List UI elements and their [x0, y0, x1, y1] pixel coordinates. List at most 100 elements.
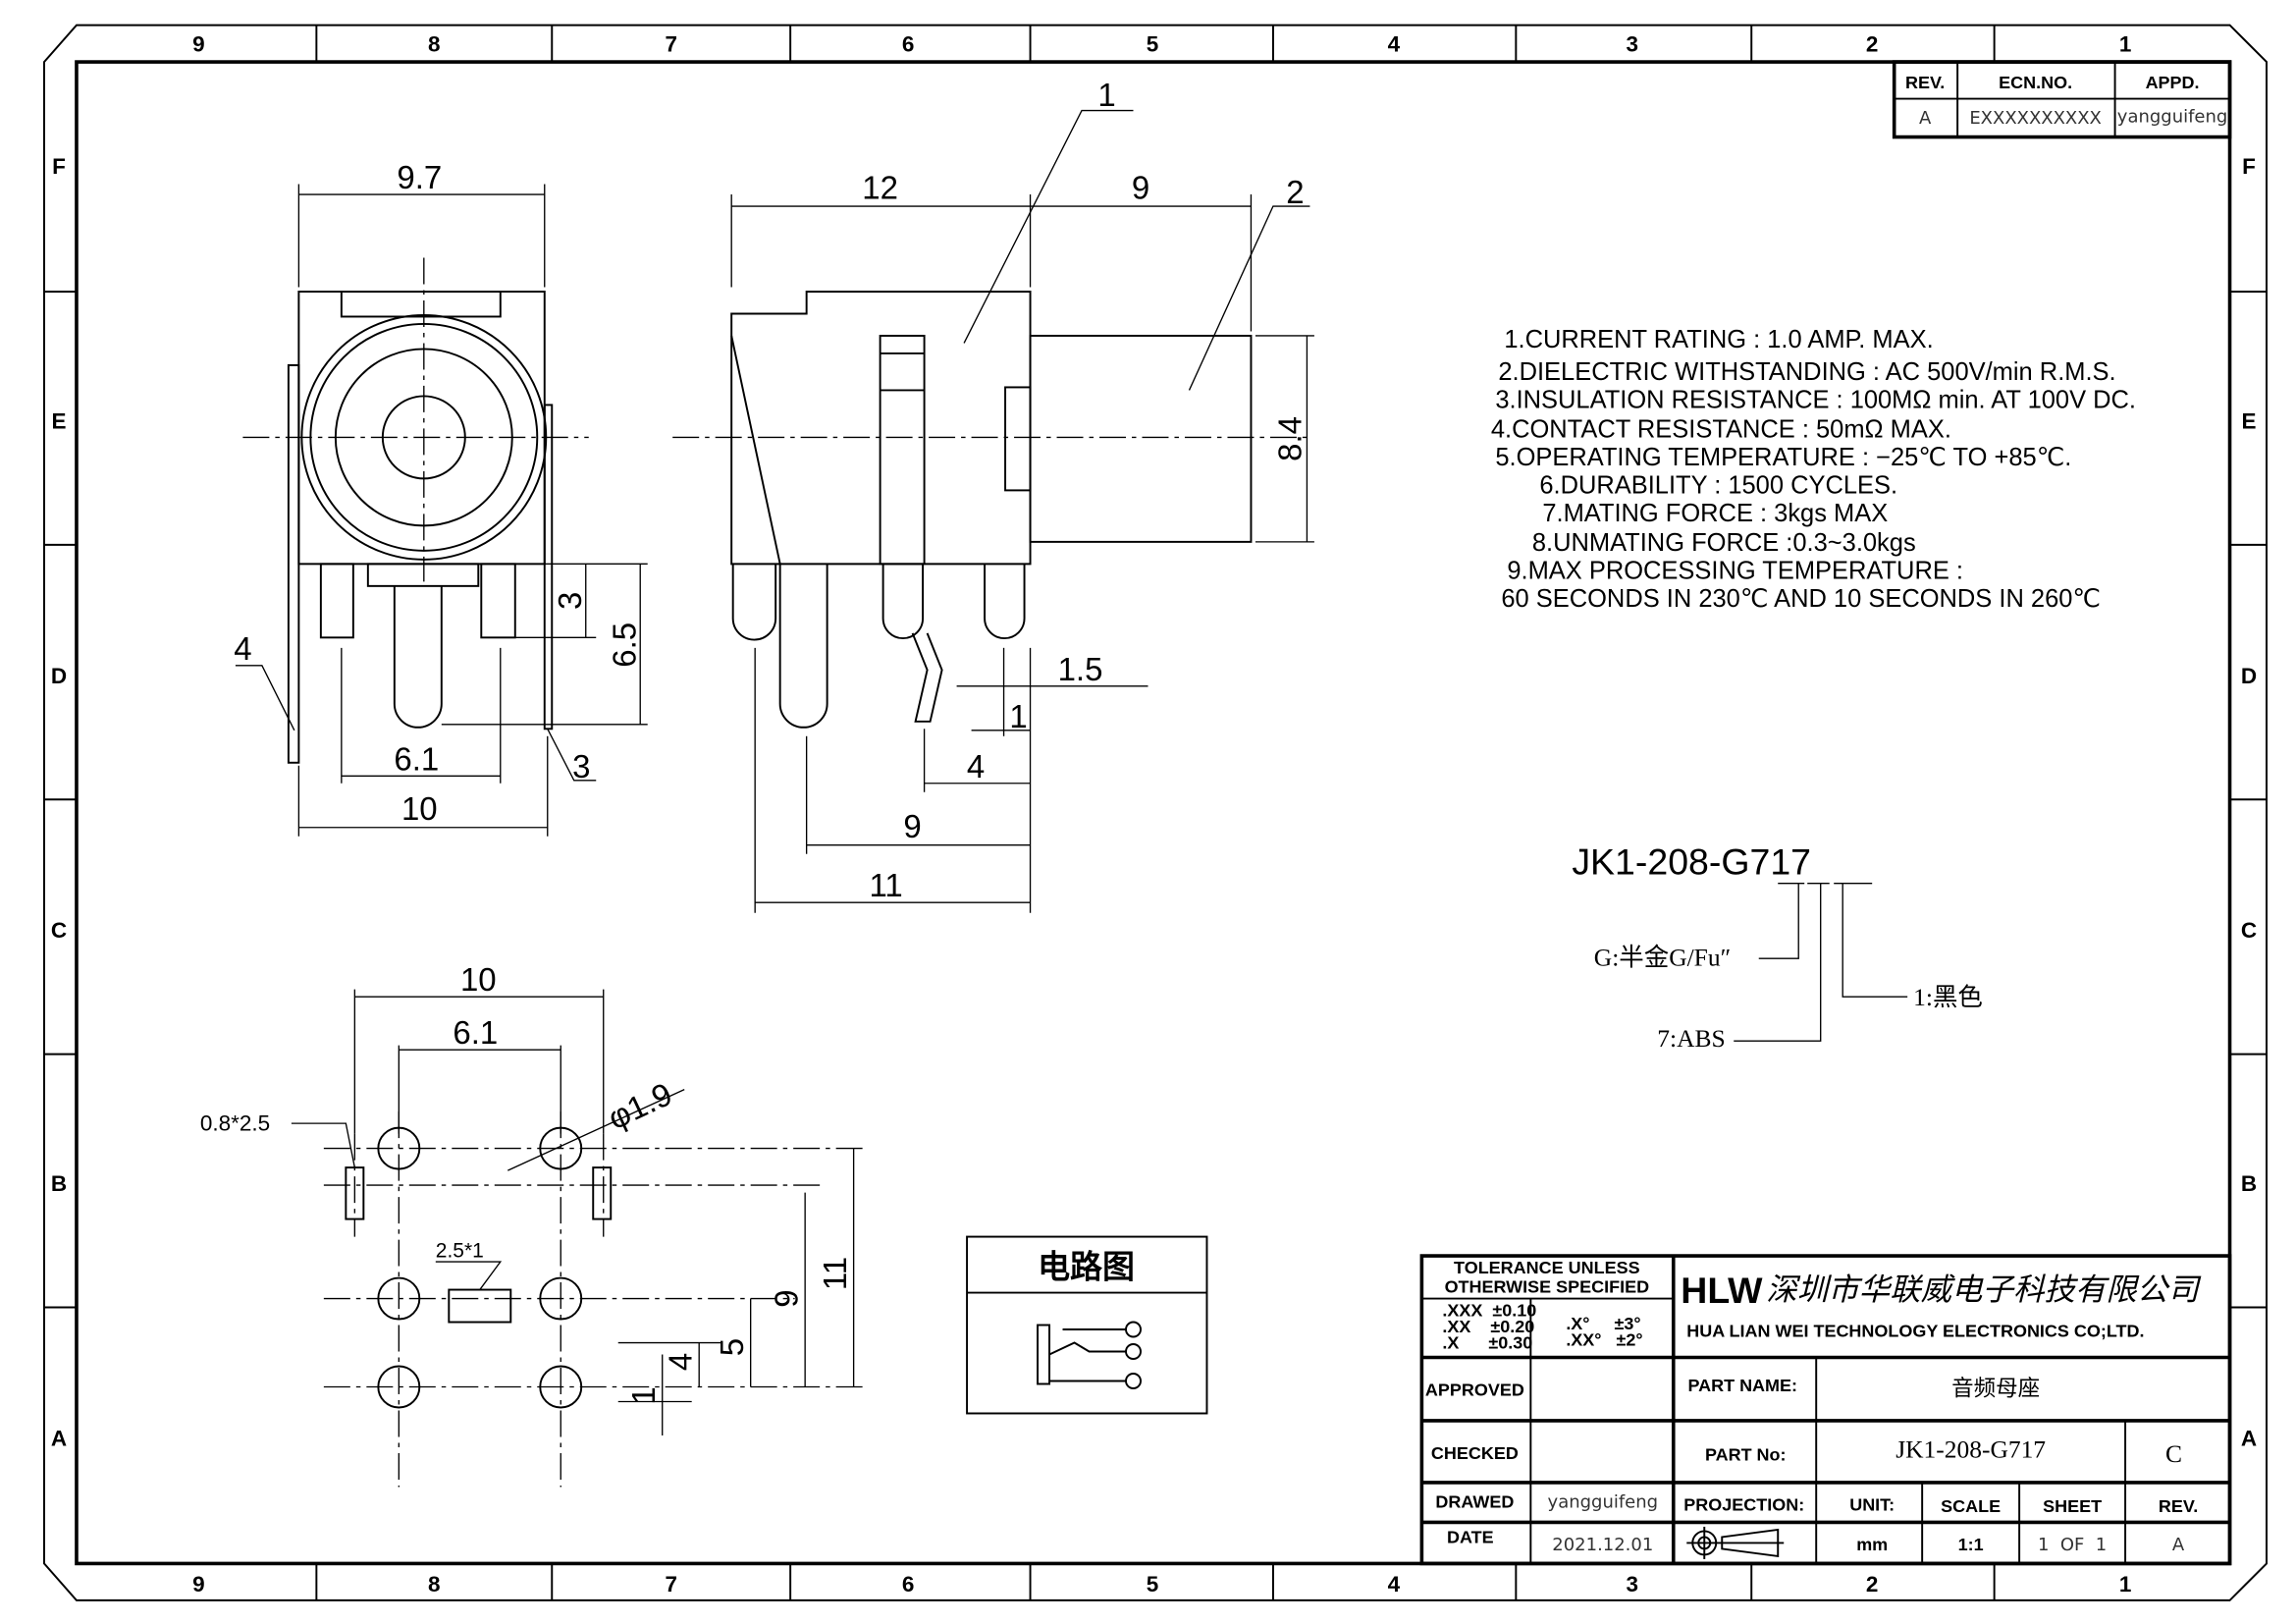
tolerance-header: OTHERWISE SPECIFIED: [1445, 1277, 1650, 1297]
tolerance-value: .X ±0.30: [1442, 1333, 1532, 1353]
circuit-title: 电路图: [1038, 1249, 1135, 1285]
jack-schematic-icon: [1037, 1321, 1142, 1389]
zone-row: A: [51, 1426, 67, 1450]
dim-11: 11: [869, 867, 902, 903]
company-name-cn: 深圳市华联威电子科技有限公司: [1766, 1272, 2202, 1307]
dim-11: 11: [817, 1257, 853, 1290]
zone-col: 8: [428, 1572, 441, 1597]
approved-label: APPROVED: [1425, 1380, 1524, 1399]
tolerance-value: .XXX ±0.10: [1442, 1301, 1536, 1321]
date-value: 2021.12.01: [1552, 1535, 1653, 1555]
zone-col: 7: [665, 32, 677, 57]
company-logo: HLW: [1681, 1270, 1763, 1311]
part-no-value: JK1-208-G717: [1896, 1435, 2046, 1463]
scale-value: 1:1: [1958, 1535, 1984, 1554]
zone-row: E: [2242, 408, 2257, 433]
dim-4: 4: [967, 748, 985, 785]
ecn-value: EXXXXXXXXXX: [1969, 108, 2102, 129]
unit-label: UNIT:: [1849, 1494, 1895, 1514]
zone-col: 4: [1388, 1572, 1401, 1597]
drawed-value: yangguifeng: [1548, 1491, 1659, 1512]
angle-tolerance: .XX° ±2°: [1566, 1330, 1642, 1350]
spec-line: 1.CURRENT RATING : 1.0 AMP. MAX.: [1504, 326, 1933, 353]
circuit-diagram: 电路图: [966, 1235, 1208, 1415]
rev-label: REV.: [2159, 1496, 2198, 1516]
sheet-value: 1 OF 1: [2038, 1535, 2107, 1555]
zone-col: 2: [1866, 32, 1879, 57]
spec-line: 3.INSULATION RESISTANCE : 100MΩ min. AT …: [1495, 386, 2136, 413]
dim-1: 1: [1009, 698, 1027, 734]
front-view: 9.7 3 6.5 6.1 10 4 3: [234, 159, 648, 837]
part-code: JK1-208-G717: [1572, 841, 1811, 883]
zone-row: E: [51, 408, 66, 433]
rev-header: REV.: [1905, 73, 1945, 92]
callout-2: 2: [1286, 174, 1304, 210]
spec-line: 4.CONTACT RESISTANCE : 50mΩ MAX.: [1491, 415, 1951, 443]
zone-col: 5: [1147, 1572, 1159, 1597]
callout-1: 1: [1097, 77, 1115, 113]
part-name-value: 音频母座: [1951, 1376, 2040, 1400]
zone-row: C: [2241, 918, 2257, 943]
zone-col: 1: [2119, 32, 2132, 57]
spec-line: 8.UNMATING FORCE :0.3~3.0kgs: [1532, 529, 1916, 557]
zone-row: A: [2241, 1426, 2257, 1450]
dim-9-barrel: 9: [1132, 170, 1149, 206]
pcb-layout: 10 6.1 φ1.9 0.8*2.5 2.5*1 11 9 5 4 1: [200, 961, 869, 1488]
dim-8-4: 8.4: [1271, 416, 1308, 461]
zone-col: 9: [192, 32, 205, 57]
part-name-label: PART NAME:: [1687, 1376, 1797, 1395]
zone-row: F: [52, 154, 66, 179]
zone-row: B: [51, 1171, 67, 1196]
scale-label: SCALE: [1941, 1496, 2001, 1516]
tolerance-header: TOLERANCE UNLESS: [1454, 1258, 1640, 1277]
spec-line: 5.OPERATING TEMPERATURE : −25℃ TO +85℃.: [1495, 444, 2071, 471]
revision-block: REV. ECN.NO. APPD. A EXXXXXXXXXX yanggui…: [1892, 60, 2232, 139]
dim-hole-diameter: φ1.9: [603, 1075, 678, 1136]
dim-1: 1: [625, 1386, 662, 1404]
appd-value: yangguifeng: [2117, 107, 2228, 128]
unit-value: mm: [1856, 1535, 1888, 1554]
spec-line: 2.DIELECTRIC WITHSTANDING : AC 500V/min …: [1498, 358, 2115, 386]
zone-labels: 9 8 7 6 5 4 3 2 1 9 8 7 6 5 4 3 2 1 F E …: [51, 32, 2257, 1597]
projection-label: PROJECTION:: [1683, 1494, 1804, 1514]
legend-plating: G:半金G/Fu″: [1594, 944, 1731, 972]
dim-6-5: 6.5: [607, 623, 643, 668]
dim-9-pins: 9: [903, 808, 921, 844]
zone-col: 2: [1866, 1572, 1879, 1597]
dim-3: 3: [552, 592, 588, 610]
dim-slot: 0.8*2.5: [200, 1111, 270, 1136]
dim-10: 10: [401, 790, 438, 827]
dim-6-1: 6.1: [394, 740, 439, 777]
company-name-en: HUA LIAN WEI TECHNOLOGY ELECTRONICS CO;L…: [1686, 1322, 2144, 1341]
zone-col: 9: [192, 1572, 205, 1597]
specifications: 1.CURRENT RATING : 1.0 AMP. MAX. 2.DIELE…: [1491, 326, 2136, 613]
dim-12: 12: [862, 170, 898, 206]
spec-line: 6.DURABILITY : 1500 CYCLES.: [1539, 471, 1897, 499]
sheet-label: SHEET: [2043, 1496, 2102, 1516]
drawing-frame: 9 8 7 6 5 4 3 2 1 9 8 7 6 5 4 3 2 1 F E …: [43, 24, 2268, 1601]
zone-row: D: [2241, 664, 2257, 688]
drawed-label: DRAWED: [1435, 1491, 1514, 1511]
part-no-label: PART No:: [1705, 1444, 1787, 1464]
zone-row: D: [51, 664, 67, 688]
part-code-breakdown: JK1-208-G717 G:半金G/Fu″ 7:ABS 1:黑色: [1572, 841, 1983, 1053]
tolerance-value: .XX ±0.20: [1442, 1317, 1534, 1336]
rev-value: A: [2172, 1535, 2185, 1555]
dim-9: 9: [769, 1289, 805, 1307]
zone-col: 6: [902, 1572, 915, 1597]
dim-pad: 2.5*1: [436, 1240, 484, 1263]
callout-3: 3: [572, 748, 590, 785]
appd-header: APPD.: [2146, 73, 2200, 92]
ecn-header: ECN.NO.: [1999, 73, 2072, 92]
zone-row: F: [2242, 154, 2256, 179]
callout-4: 4: [234, 630, 251, 667]
zone-col: 5: [1147, 32, 1159, 57]
rev-value: A: [1919, 108, 1932, 129]
zone-col: 3: [1627, 1572, 1639, 1597]
dim-1-5: 1.5: [1058, 651, 1103, 687]
zone-col: 8: [428, 32, 441, 57]
zone-col: 6: [902, 32, 915, 57]
dim-5: 5: [714, 1338, 750, 1356]
title-block: TOLERANCE UNLESS OTHERWISE SPECIFIED .XX…: [1419, 1254, 2232, 1566]
